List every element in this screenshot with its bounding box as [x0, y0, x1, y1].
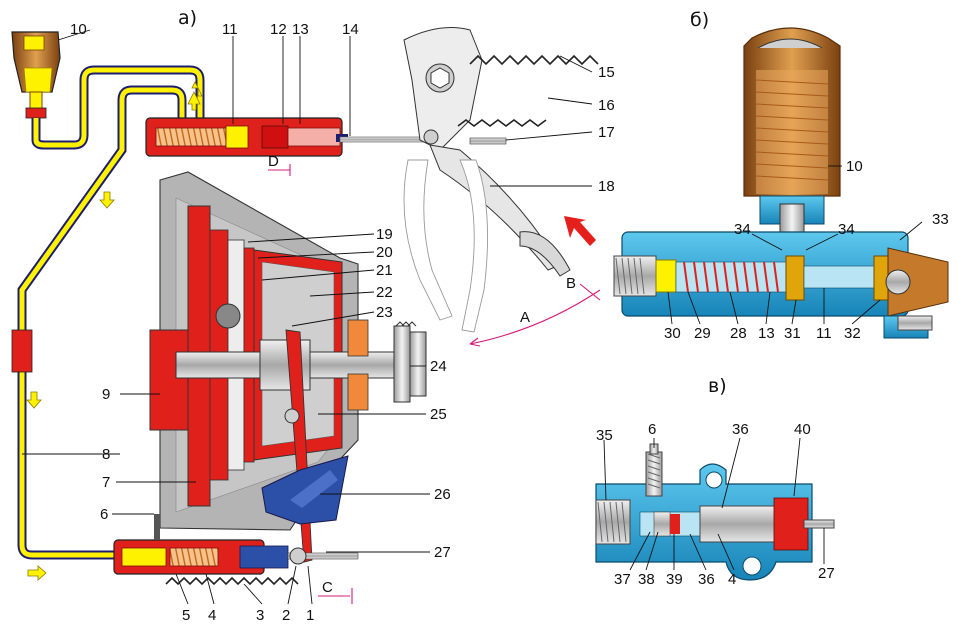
label-27c: 27 [818, 565, 835, 582]
boot-fold [290, 470, 338, 508]
dim-label-b: B [566, 275, 576, 292]
leader-lines-b [667, 165, 923, 325]
label-6a: 6 [100, 506, 108, 523]
label-40: 40 [794, 421, 811, 438]
label-4a: 4 [208, 607, 216, 624]
label-37: 37 [614, 571, 631, 588]
reservoir-b [743, 27, 841, 235]
reservoir-a [11, 31, 61, 119]
label-14: 14 [342, 21, 359, 38]
label-36a: 36 [732, 421, 749, 438]
label-28: 28 [730, 325, 747, 342]
label-32: 32 [844, 325, 861, 342]
master-cylinder-body [613, 231, 949, 339]
slave-cylinder-body [595, 443, 835, 581]
label-33: 33 [932, 211, 949, 228]
section-a-clutch-drive: 10 11 12 13 14 15 16 17 18 19 20 21 22 2… [11, 7, 615, 624]
label-36b: 36 [698, 571, 715, 588]
flow-arrows [26, 81, 203, 581]
label-19: 19 [376, 226, 393, 243]
label-35: 35 [596, 427, 613, 444]
label-39: 39 [666, 571, 683, 588]
label-1: 1 [306, 607, 314, 624]
label-38: 38 [638, 571, 655, 588]
dimension-marks-a [268, 164, 601, 604]
label-25: 25 [430, 406, 447, 423]
label-18: 18 [598, 178, 615, 195]
label-34b: 34 [838, 221, 855, 238]
section-label-a: а) [178, 7, 197, 29]
label-16: 16 [598, 97, 615, 114]
label-6c: 6 [648, 421, 656, 438]
push-rod [339, 136, 425, 143]
section-label-b: б) [690, 9, 709, 31]
label-8: 8 [102, 446, 110, 463]
dim-label-c: C [322, 579, 333, 596]
label-27a: 27 [434, 544, 451, 561]
label-30: 30 [664, 325, 681, 342]
label-3: 3 [256, 607, 264, 624]
label-11b: 11 [816, 325, 832, 342]
label-13b: 13 [758, 325, 775, 342]
label-10: 10 [70, 21, 87, 38]
label-21: 21 [376, 262, 393, 279]
labels-c: 35 6 36 40 37 38 39 36 4 27 [596, 421, 835, 588]
label-13: 13 [292, 21, 309, 38]
leader-lines-c [603, 437, 825, 571]
label-9: 9 [102, 386, 110, 403]
label-22: 22 [376, 284, 393, 301]
label-4c: 4 [728, 571, 736, 588]
label-29: 29 [694, 325, 711, 342]
pedal-assembly [403, 27, 599, 333]
master-cylinder [145, 117, 348, 157]
slave-cylinder [113, 514, 359, 586]
dim-label-a: A [520, 309, 530, 326]
label-34a: 34 [734, 221, 751, 238]
label-31: 31 [784, 325, 801, 342]
label-17: 17 [598, 124, 615, 141]
label-12: 12 [270, 21, 287, 38]
label-5: 5 [182, 607, 190, 624]
leader-lines-a [22, 29, 593, 605]
label-10b: 10 [846, 158, 863, 175]
section-b-master-cylinder-detail: б) [613, 9, 949, 342]
label-23: 23 [376, 304, 393, 321]
label-26: 26 [434, 486, 451, 503]
section-c-slave-cylinder-detail: в) [595, 375, 835, 588]
label-2: 2 [282, 607, 290, 624]
label-11: 11 [222, 21, 238, 38]
dim-label-d: D [268, 153, 279, 170]
label-20: 20 [376, 244, 393, 261]
labels-a: 10 11 12 13 14 15 16 17 18 19 20 21 22 2… [70, 7, 615, 624]
labels-b: 10 33 34 34 30 29 28 13 31 11 32 [664, 158, 949, 342]
hydraulic-lines-a [11, 65, 205, 560]
section-label-c: в) [708, 375, 727, 397]
label-15: 15 [598, 64, 615, 81]
label-24: 24 [430, 358, 447, 375]
label-7: 7 [102, 474, 110, 491]
